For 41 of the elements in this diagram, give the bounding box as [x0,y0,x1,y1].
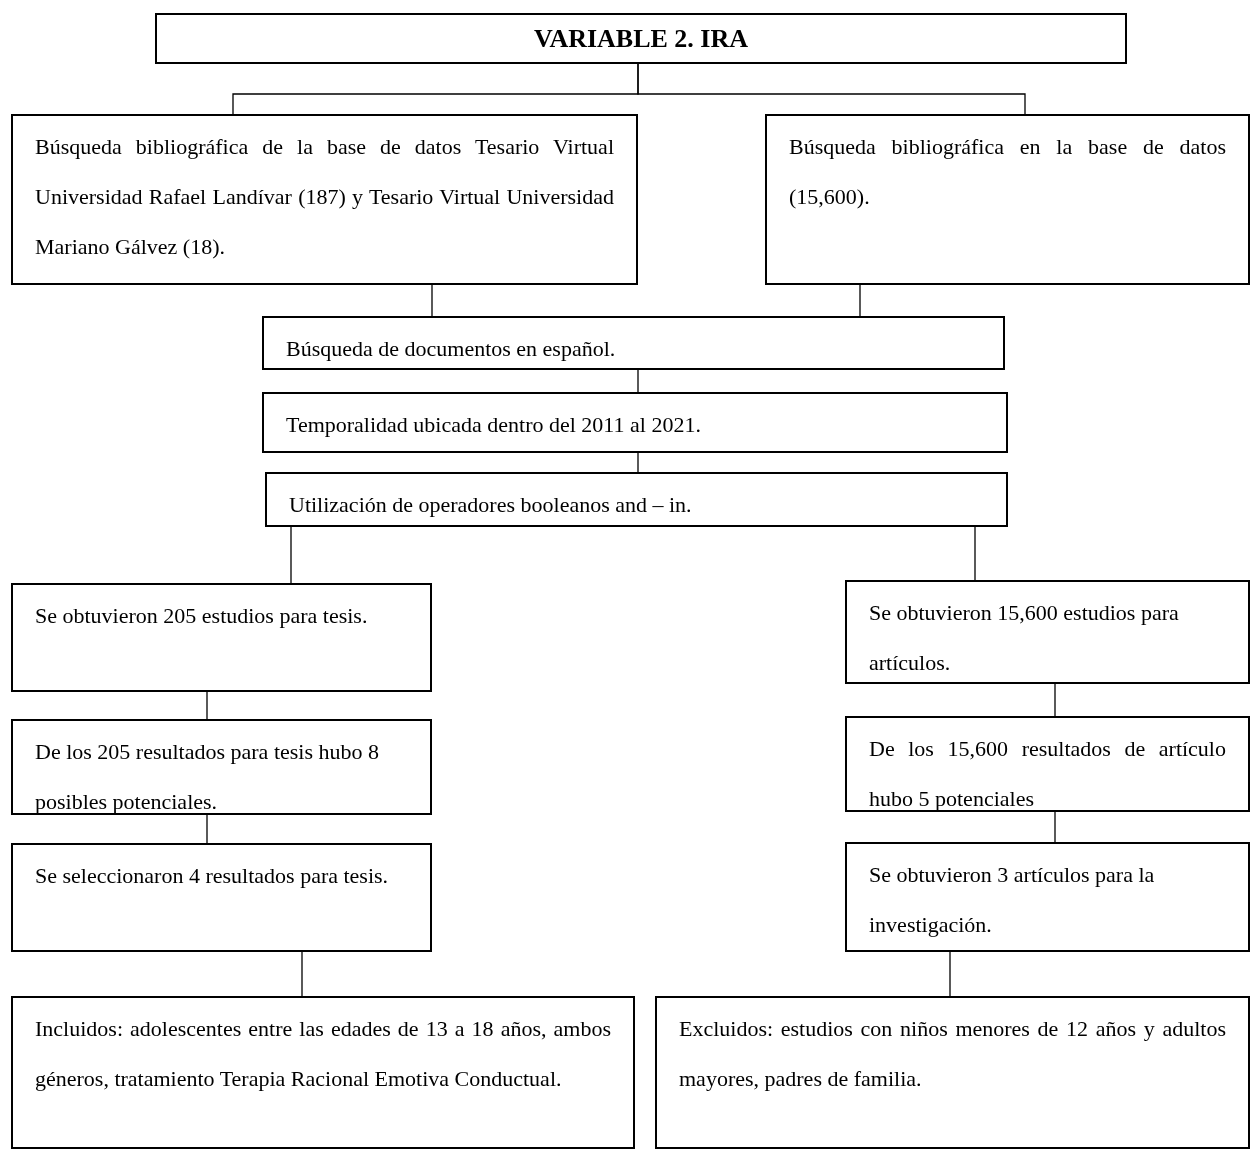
connector-line [974,526,976,581]
step-text: Se obtuvieron 3 artículos para la investigación. [869,861,1156,939]
step-text: Utilización de operadores booleanos and – in. [289,491,693,519]
connector-line [637,63,1026,115]
step-text: Búsqueda de documentos en español. [286,335,617,363]
process-box [262,316,1005,370]
step-text: Se seleccionaron 4 resultados para tesis. [35,862,390,890]
process-box [11,843,432,952]
connector-line [859,284,861,317]
process-box [845,842,1250,952]
connector-line [949,951,951,997]
connector-line [431,284,433,317]
process-box [655,996,1250,1149]
process-box [11,719,432,815]
step-text: Temporalidad ubicada dentro del 2011 al 2021. [286,411,702,439]
process-box [765,114,1250,285]
process-box [845,580,1250,684]
process-box [265,472,1008,527]
connector-line [206,691,208,720]
step-text: Búsqueda bibliográfica en la base de datos (15,600). [789,133,1226,211]
process-box [845,716,1250,812]
connector-line [637,452,639,473]
connector-line [206,814,208,844]
connector-line [1054,811,1056,843]
connector-line [637,369,639,393]
process-box [11,583,432,692]
step-text: Se obtuvieron 205 estudios para tesis. [35,602,369,630]
step-text: Búsqueda bibliográfica de la base de datos Tesario Virtual Universidad Rafael Landívar (187) y Tesario Virtual Universidad Mariano Gálvez (18). [35,133,614,261]
process-box [11,996,635,1149]
step-text: De los 15,600 resultados de artículo hubo 5 potenciales [869,735,1226,813]
process-box [11,114,638,285]
connector-line [301,951,303,997]
step-text: Excluidos: estudios con niños menores de 12 años y adultos mayores, padres de familia. [679,1015,1226,1093]
connector-line [290,526,292,584]
step-text: Se obtuvieron 15,600 estudios para artículos. [869,599,1180,677]
step-text: Incluidos: adolescentes entre las edades de 13 a 18 años, ambos géneros, tratamiento Terapia Racional Emotiva Conductual. [35,1015,611,1093]
title-text: VARIABLE 2. IRA [533,23,749,55]
step-text: De los 205 resultados para tesis hubo 8 posibles potenciales. [35,738,380,816]
title-box [155,13,1127,64]
connector-line [1054,683,1056,717]
process-box [262,392,1008,453]
